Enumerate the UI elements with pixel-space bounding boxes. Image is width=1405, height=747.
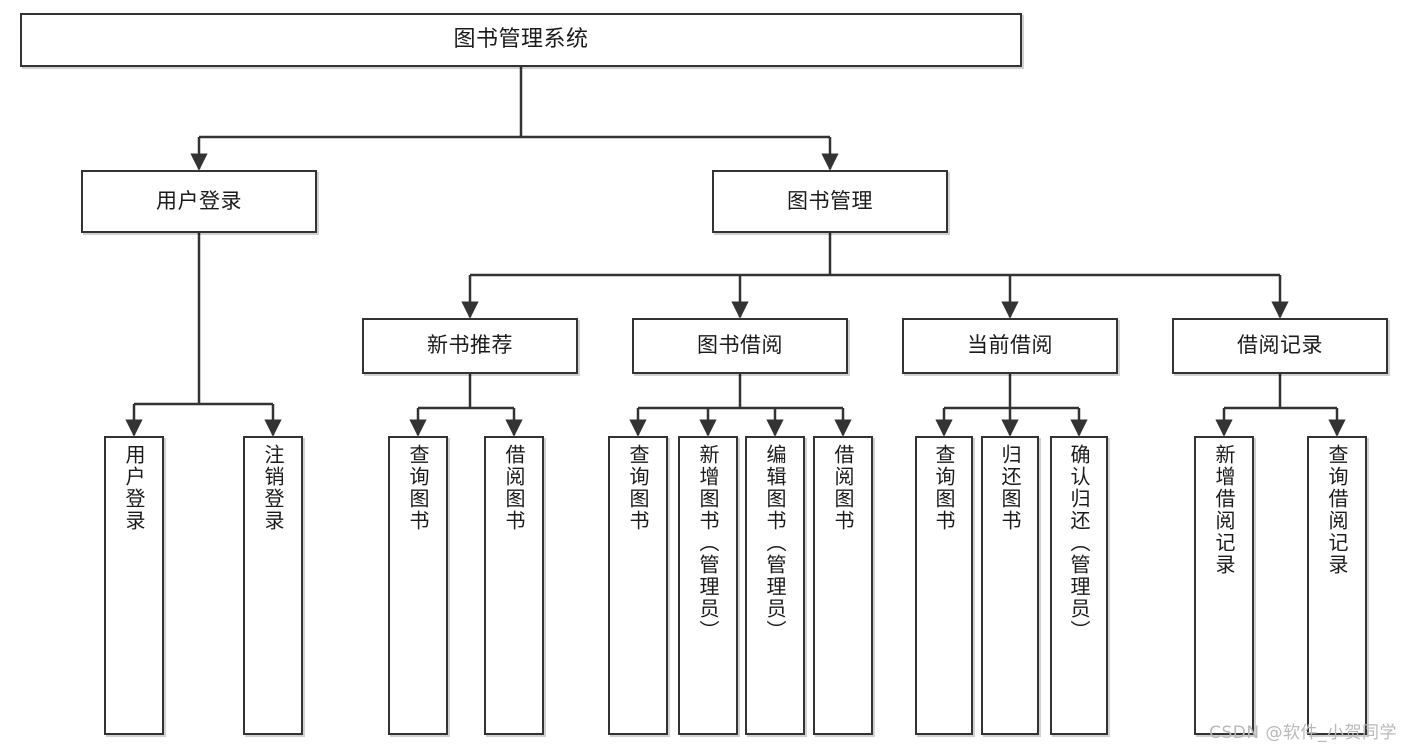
node-label: 图书借阅 [697, 333, 783, 358]
tree-node-n2[interactable]: 注销登录 [243, 436, 303, 735]
tree-node-n11[interactable]: 确认归还（管理员） [1050, 436, 1108, 735]
node-label: 借阅图书 [502, 444, 526, 532]
tree-node-n9[interactable]: 查询图书 [915, 436, 973, 735]
node-label: 查询图书 [626, 444, 650, 532]
tree-node-n8[interactable]: 借阅图书 [813, 436, 873, 735]
tree-node-n1[interactable]: 用户登录 [104, 436, 164, 735]
tree-node-n10[interactable]: 归还图书 [981, 436, 1039, 735]
tree-node-l3b[interactable]: 图书借阅 [632, 318, 848, 374]
node-label: 归还图书 [998, 444, 1022, 532]
root-node[interactable]: 图书管理系统 [20, 13, 1022, 67]
tree-node-l2a[interactable]: 用户登录 [81, 170, 317, 233]
node-label: 图书管理 [787, 188, 873, 213]
tree-node-n12[interactable]: 新增借阅记录 [1194, 436, 1254, 735]
node-label: 新增图书（管理员） [696, 444, 720, 642]
node-label: 查询图书 [406, 444, 430, 532]
tree-node-n6[interactable]: 新增图书（管理员） [678, 436, 738, 735]
node-label: 查询图书 [932, 444, 956, 532]
tree-node-l2b[interactable]: 图书管理 [712, 170, 948, 233]
tree-node-l3a[interactable]: 新书推荐 [362, 318, 578, 374]
node-label: 借阅记录 [1237, 333, 1323, 358]
node-label: 当前借阅 [967, 333, 1053, 358]
tree-node-n3[interactable]: 查询图书 [388, 436, 448, 735]
csdn-watermark: CSDN @软件_小贺同学 [1209, 723, 1397, 743]
node-label: 新增借阅记录 [1212, 444, 1236, 576]
node-label: 用户登录 [156, 188, 242, 213]
tree-node-n7[interactable]: 编辑图书（管理员） [745, 436, 805, 735]
node-label: 注销登录 [261, 444, 285, 532]
node-label: 确认归还（管理员） [1067, 444, 1091, 642]
node-label: 新书推荐 [427, 333, 513, 358]
node-label: 查询借阅记录 [1325, 444, 1349, 576]
node-label: 用户登录 [122, 444, 146, 532]
tree-node-n4[interactable]: 借阅图书 [484, 436, 544, 735]
node-label: 图书管理系统 [453, 26, 589, 52]
node-label: 编辑图书（管理员） [763, 444, 787, 642]
tree-node-l3d[interactable]: 借阅记录 [1172, 318, 1388, 374]
node-label: 借阅图书 [831, 444, 855, 532]
tree-node-n13[interactable]: 查询借阅记录 [1307, 436, 1367, 735]
tree-node-l3c[interactable]: 当前借阅 [902, 318, 1118, 374]
tree-node-n5[interactable]: 查询图书 [608, 436, 668, 735]
